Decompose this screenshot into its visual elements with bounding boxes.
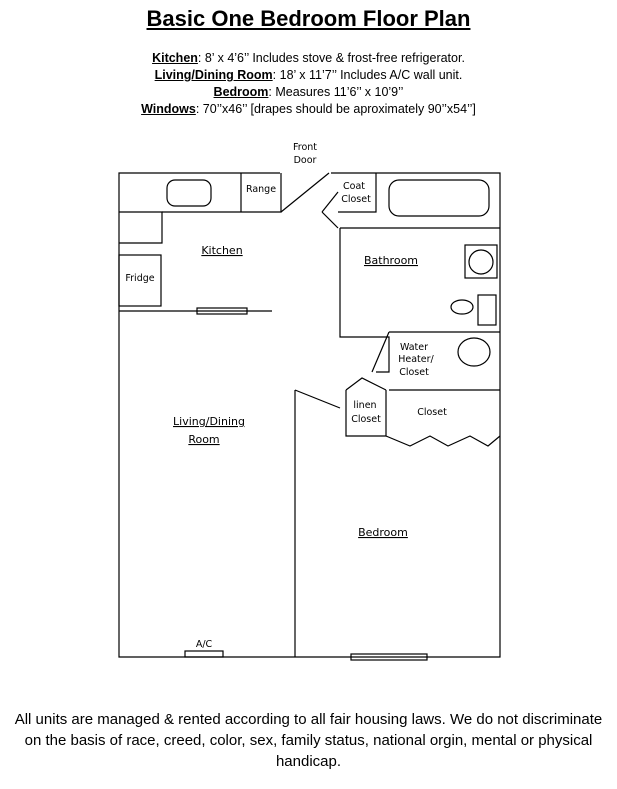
page-title: Basic One Bedroom Floor Plan (146, 6, 471, 31)
water-heater-label-3: Closet (399, 367, 429, 378)
front-door-label-2: Door (294, 155, 317, 166)
bedroom-door-swing (294, 389, 341, 409)
fridge (118, 254, 162, 307)
footer-line-1: All units are managed & rented according… (14, 711, 603, 728)
water-heater (457, 337, 491, 367)
coat-closet-label: Coat (343, 181, 365, 192)
fridge-label: Fridge (125, 273, 154, 284)
bathroom-wall (339, 228, 376, 338)
range-label: Range (246, 184, 276, 195)
spec-windows: Windows: 70’’x46’’ [drapes should be apr… (141, 102, 476, 116)
linen-closet-label: linen (353, 400, 376, 411)
toilet-tank (464, 244, 498, 279)
front-door-swing (280, 172, 330, 213)
bedroom-window (350, 653, 428, 661)
living-dining-label-2: Room (188, 433, 219, 446)
ac-unit (184, 650, 224, 658)
living-dining-label: Living/Dining (173, 415, 245, 428)
bedroom-closet-label: Closet (417, 407, 447, 418)
linen-closet-label-2: Closet (351, 414, 381, 425)
front-door-label: Front (293, 142, 317, 153)
water-heater-label-2: Heater/ (398, 354, 434, 365)
bedroom-label: Bedroom (358, 526, 408, 539)
water-heater-label: Water (400, 342, 428, 353)
spec-kitchen: Kitchen: 8’ x 4’6’’ Includes stove & fro… (152, 51, 465, 65)
fair-housing-notice: All units are managed & rented according… (0, 709, 617, 772)
toilet-bowl (468, 249, 494, 275)
coat-closet-wall (338, 173, 377, 213)
kitchen-window (196, 307, 248, 315)
specifications: Kitchen: 8’ x 4’6’’ Includes stove & fro… (0, 50, 617, 118)
ac-label: A/C (196, 639, 213, 650)
footer-line-2: on the basis of race, creed, color, sex,… (24, 732, 593, 749)
spec-living-dining: Living/Dining Room: 18’ x 11’7’’ Include… (154, 68, 463, 82)
floor-plan: Front Door Range Coat Closet Kitchen Fri… (118, 142, 501, 661)
bathroom-sink (450, 299, 474, 315)
kitchen-counter (119, 211, 163, 244)
kitchen-sink (166, 179, 212, 207)
spec-bedroom: Bedroom: Measures 11’6’’ x 10’9’’ (213, 85, 404, 99)
bedroom-closet-doors (385, 435, 501, 447)
footer-line-3: handicap. (275, 753, 342, 770)
bathroom-label: Bathroom (364, 254, 418, 267)
bathtub (388, 179, 490, 217)
linen-closet-wall (345, 390, 387, 437)
exterior-wall (118, 172, 501, 658)
coat-closet-label-2: Closet (341, 194, 371, 205)
kitchen-label: Kitchen (201, 244, 242, 257)
